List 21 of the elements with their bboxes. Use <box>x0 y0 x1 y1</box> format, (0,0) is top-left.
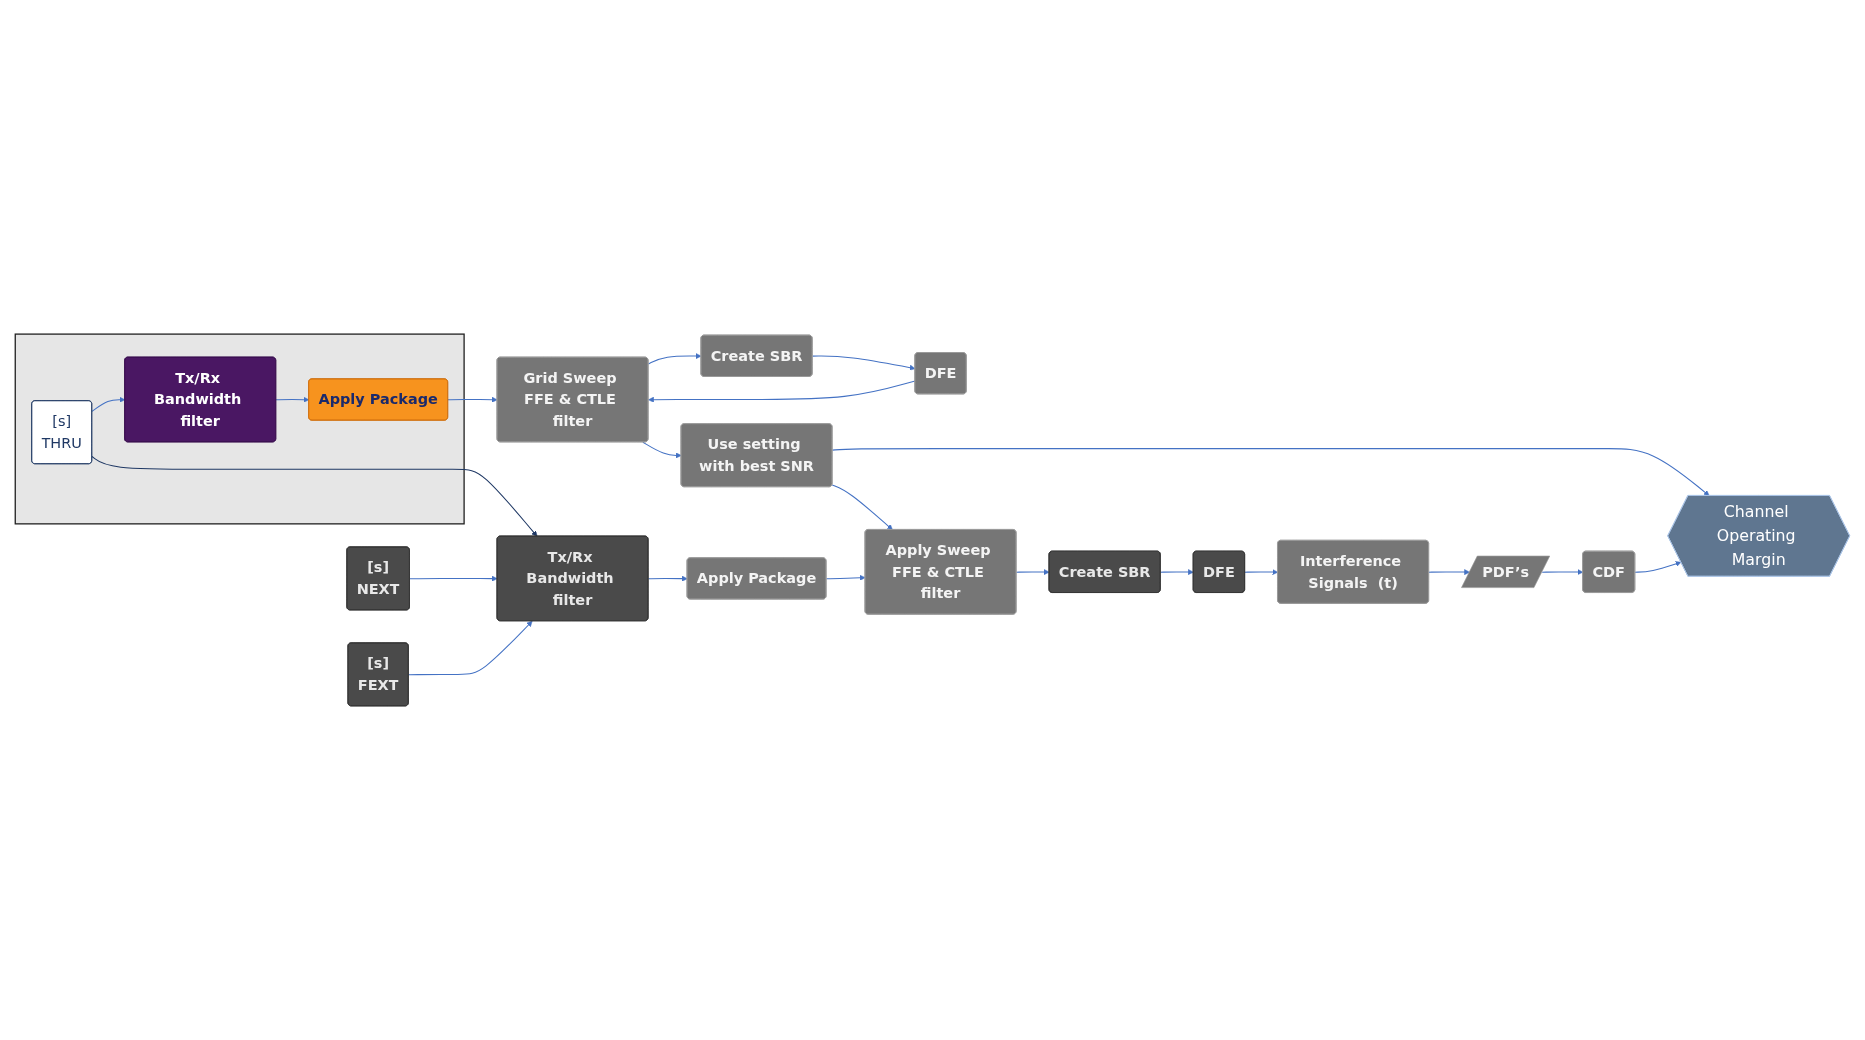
arrow <box>1015 569 1050 575</box>
arrow <box>1244 569 1279 575</box>
arrow <box>831 448 1710 497</box>
arrow <box>1634 561 1682 573</box>
arrow <box>1428 569 1470 575</box>
cluster <box>14 333 465 525</box>
arrow <box>647 353 702 365</box>
arrow <box>648 380 916 403</box>
arrow <box>1541 569 1584 575</box>
arrow <box>831 484 893 531</box>
arrow <box>408 620 533 676</box>
arrow <box>91 456 538 537</box>
arrow <box>647 575 688 582</box>
arrow <box>91 396 126 412</box>
arrow <box>642 441 682 459</box>
arrow <box>447 396 498 403</box>
arrow <box>409 575 498 582</box>
arrow <box>1160 569 1194 575</box>
arrow <box>812 355 916 371</box>
arrow <box>825 574 866 581</box>
arrow <box>275 396 310 403</box>
